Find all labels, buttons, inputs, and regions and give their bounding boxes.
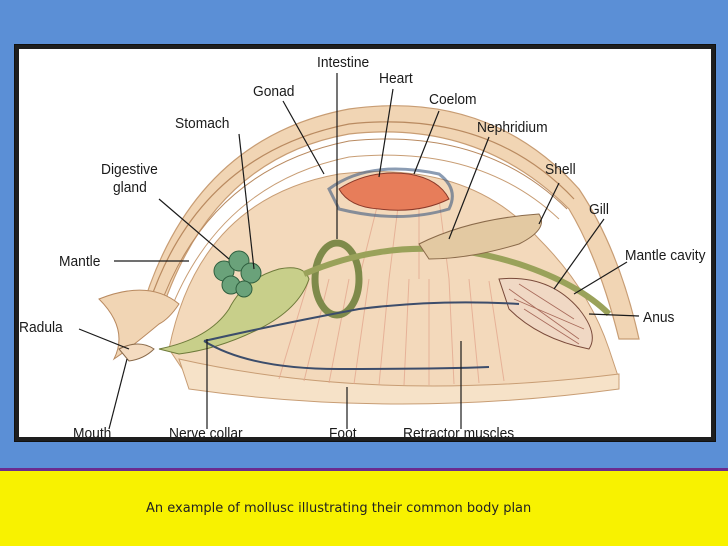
label-retractor-muscles: Retractor muscles: [403, 425, 515, 437]
retractor-muscle-lines: [278, 198, 505, 386]
caption-box: An example of mollusc illustrating their…: [0, 468, 728, 546]
nerve-cord-upper: [203, 301, 520, 342]
gill-lamellae: [508, 283, 585, 345]
label-gonad: Gonad: [253, 83, 295, 100]
label-nephridium: Nephridium: [477, 119, 548, 136]
diagram-frame: Intestine Heart Gonad Coelom Stomach Nep…: [14, 44, 716, 442]
label-mouth: Mouth: [73, 425, 112, 437]
leader-lines: [78, 73, 640, 430]
label-gill: Gill: [589, 201, 609, 218]
label-mantle-cavity: Mantle cavity: [625, 247, 706, 264]
label-stomach: Stomach: [175, 115, 230, 132]
label-digestive-gland-line-2: gland: [113, 179, 147, 196]
foot-shape: [178, 358, 620, 405]
pericardium-shape: [327, 167, 454, 218]
shell-line-1: [148, 121, 575, 305]
intestine-tube: [302, 245, 612, 317]
label-anus: Anus: [643, 309, 675, 326]
label-mantle: Mantle: [59, 253, 101, 270]
label-digestive-gland-line-1: Digestive: [101, 161, 158, 178]
nerve-cord-lower: [203, 340, 490, 371]
label-radula: Radula: [19, 319, 63, 336]
label-nerve-collar: Nerve collar: [169, 425, 243, 437]
nephridium-shape: [418, 213, 542, 260]
label-heart: Heart: [379, 70, 413, 87]
mollusc-illustration: [78, 73, 640, 430]
label-coelom: Coelom: [429, 91, 477, 108]
mollusc-diagram: Intestine Heart Gonad Coelom Stomach Nep…: [19, 49, 711, 437]
stomach-shape: [158, 267, 310, 355]
shell-line-3: [168, 154, 560, 315]
label-foot: Foot: [329, 425, 357, 437]
heart-shape: [338, 172, 450, 211]
head-lobe: [98, 289, 180, 361]
intestine-loop: [311, 239, 363, 319]
digestive-gland-shape: [213, 250, 262, 298]
label-shell: Shell: [545, 161, 576, 178]
shell-outer: [138, 105, 640, 340]
caption-text: An example of mollusc illustrating their…: [146, 501, 532, 516]
shell-line-2: [158, 138, 568, 310]
label-intestine: Intestine: [317, 54, 370, 71]
